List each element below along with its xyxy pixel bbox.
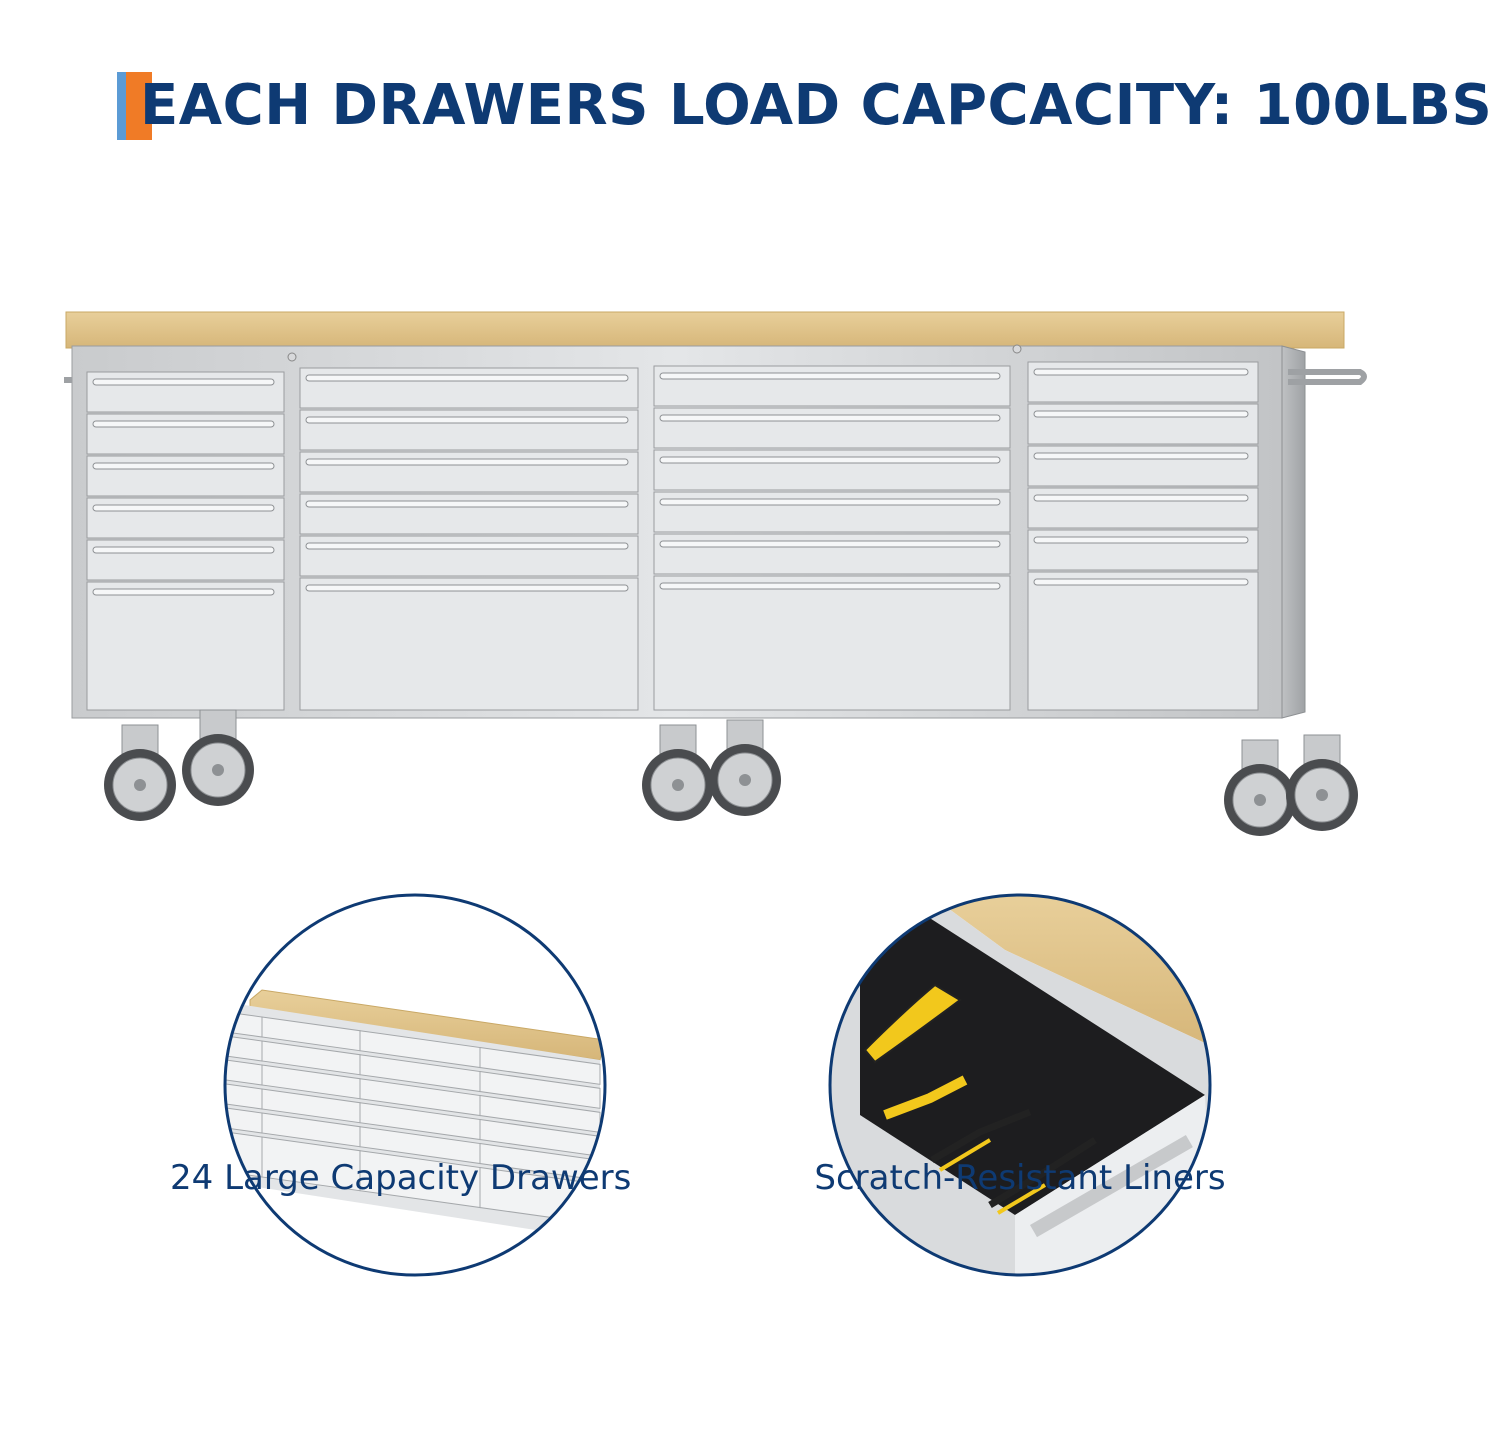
drawer[interactable] [299, 367, 639, 409]
detail-circle-drawers [223, 893, 607, 1277]
caster-wheels [104, 709, 1358, 836]
drawer-handle[interactable] [305, 416, 629, 424]
page-title: EACH DRAWERS LOAD CAPCACITY: 100LBS [140, 73, 1492, 138]
drawer-handle[interactable] [305, 584, 629, 592]
mini-drawer [479, 1070, 601, 1109]
drawer-handle[interactable] [92, 588, 275, 596]
caster-wheel [182, 709, 254, 806]
caption-liners: Scratch-Resistant Liners [814, 1158, 1226, 1198]
drawer[interactable] [653, 365, 1011, 407]
drawer[interactable] [86, 413, 285, 455]
detail-circle-liner [828, 893, 1212, 1277]
drawer[interactable] [86, 455, 285, 497]
drawer-handle[interactable] [92, 462, 275, 470]
caster-wheel [1286, 734, 1358, 831]
drawer[interactable] [1027, 445, 1259, 487]
drawer[interactable] [653, 575, 1011, 711]
accent-blue [117, 72, 126, 140]
drawer-handle[interactable] [92, 546, 275, 554]
drawer-handle[interactable] [659, 582, 1001, 590]
drawer-handle[interactable] [305, 500, 629, 508]
drawer[interactable] [1027, 571, 1259, 711]
mini-drawer [479, 1046, 601, 1085]
drawer-handle[interactable] [1033, 452, 1249, 460]
drawer[interactable] [1027, 529, 1259, 571]
drawer-handle[interactable] [1033, 578, 1249, 586]
drawer-handle[interactable] [1033, 368, 1249, 376]
drawer[interactable] [299, 493, 639, 535]
drawer[interactable] [653, 449, 1011, 491]
drawer[interactable] [653, 407, 1011, 449]
drawer[interactable] [86, 371, 285, 413]
drawer[interactable] [299, 409, 639, 451]
caster-wheel [642, 724, 714, 821]
accent-orange [126, 72, 152, 140]
drawer-handle[interactable] [305, 374, 629, 382]
drawer[interactable] [299, 451, 639, 493]
drawer-grid [86, 361, 1259, 711]
drawer-handle[interactable] [1033, 536, 1249, 544]
drawer-handle[interactable] [305, 542, 629, 550]
drawer-handle[interactable] [305, 458, 629, 466]
caster-wheel [1224, 739, 1296, 836]
caption-drawers: 24 Large Capacity Drawers [170, 1158, 632, 1198]
drawer[interactable] [1027, 361, 1259, 403]
drawer-handle[interactable] [659, 456, 1001, 464]
drawer-handle[interactable] [659, 414, 1001, 422]
mini-drawer-grid [225, 1009, 601, 1225]
drawer-handle[interactable] [1033, 494, 1249, 502]
drawer-handle[interactable] [659, 498, 1001, 506]
drawer[interactable] [86, 539, 285, 581]
drawer[interactable] [299, 535, 639, 577]
workbench [64, 311, 1367, 719]
drawer[interactable] [1027, 403, 1259, 445]
drawer[interactable] [653, 533, 1011, 575]
drawer-handle[interactable] [659, 540, 1001, 548]
drawer-handle[interactable] [92, 504, 275, 512]
drawer[interactable] [86, 497, 285, 539]
drawer-handle[interactable] [92, 420, 275, 428]
drawer[interactable] [1027, 487, 1259, 529]
drawer-handle[interactable] [659, 372, 1001, 380]
drawer-handle[interactable] [92, 378, 275, 386]
drawer[interactable] [299, 577, 639, 711]
caster-wheel [104, 724, 176, 821]
product-illustration [64, 311, 1367, 1277]
drawer[interactable] [86, 581, 285, 711]
drawer-handle[interactable] [1033, 410, 1249, 418]
drawer[interactable] [653, 491, 1011, 533]
caster-wheel [709, 719, 781, 816]
